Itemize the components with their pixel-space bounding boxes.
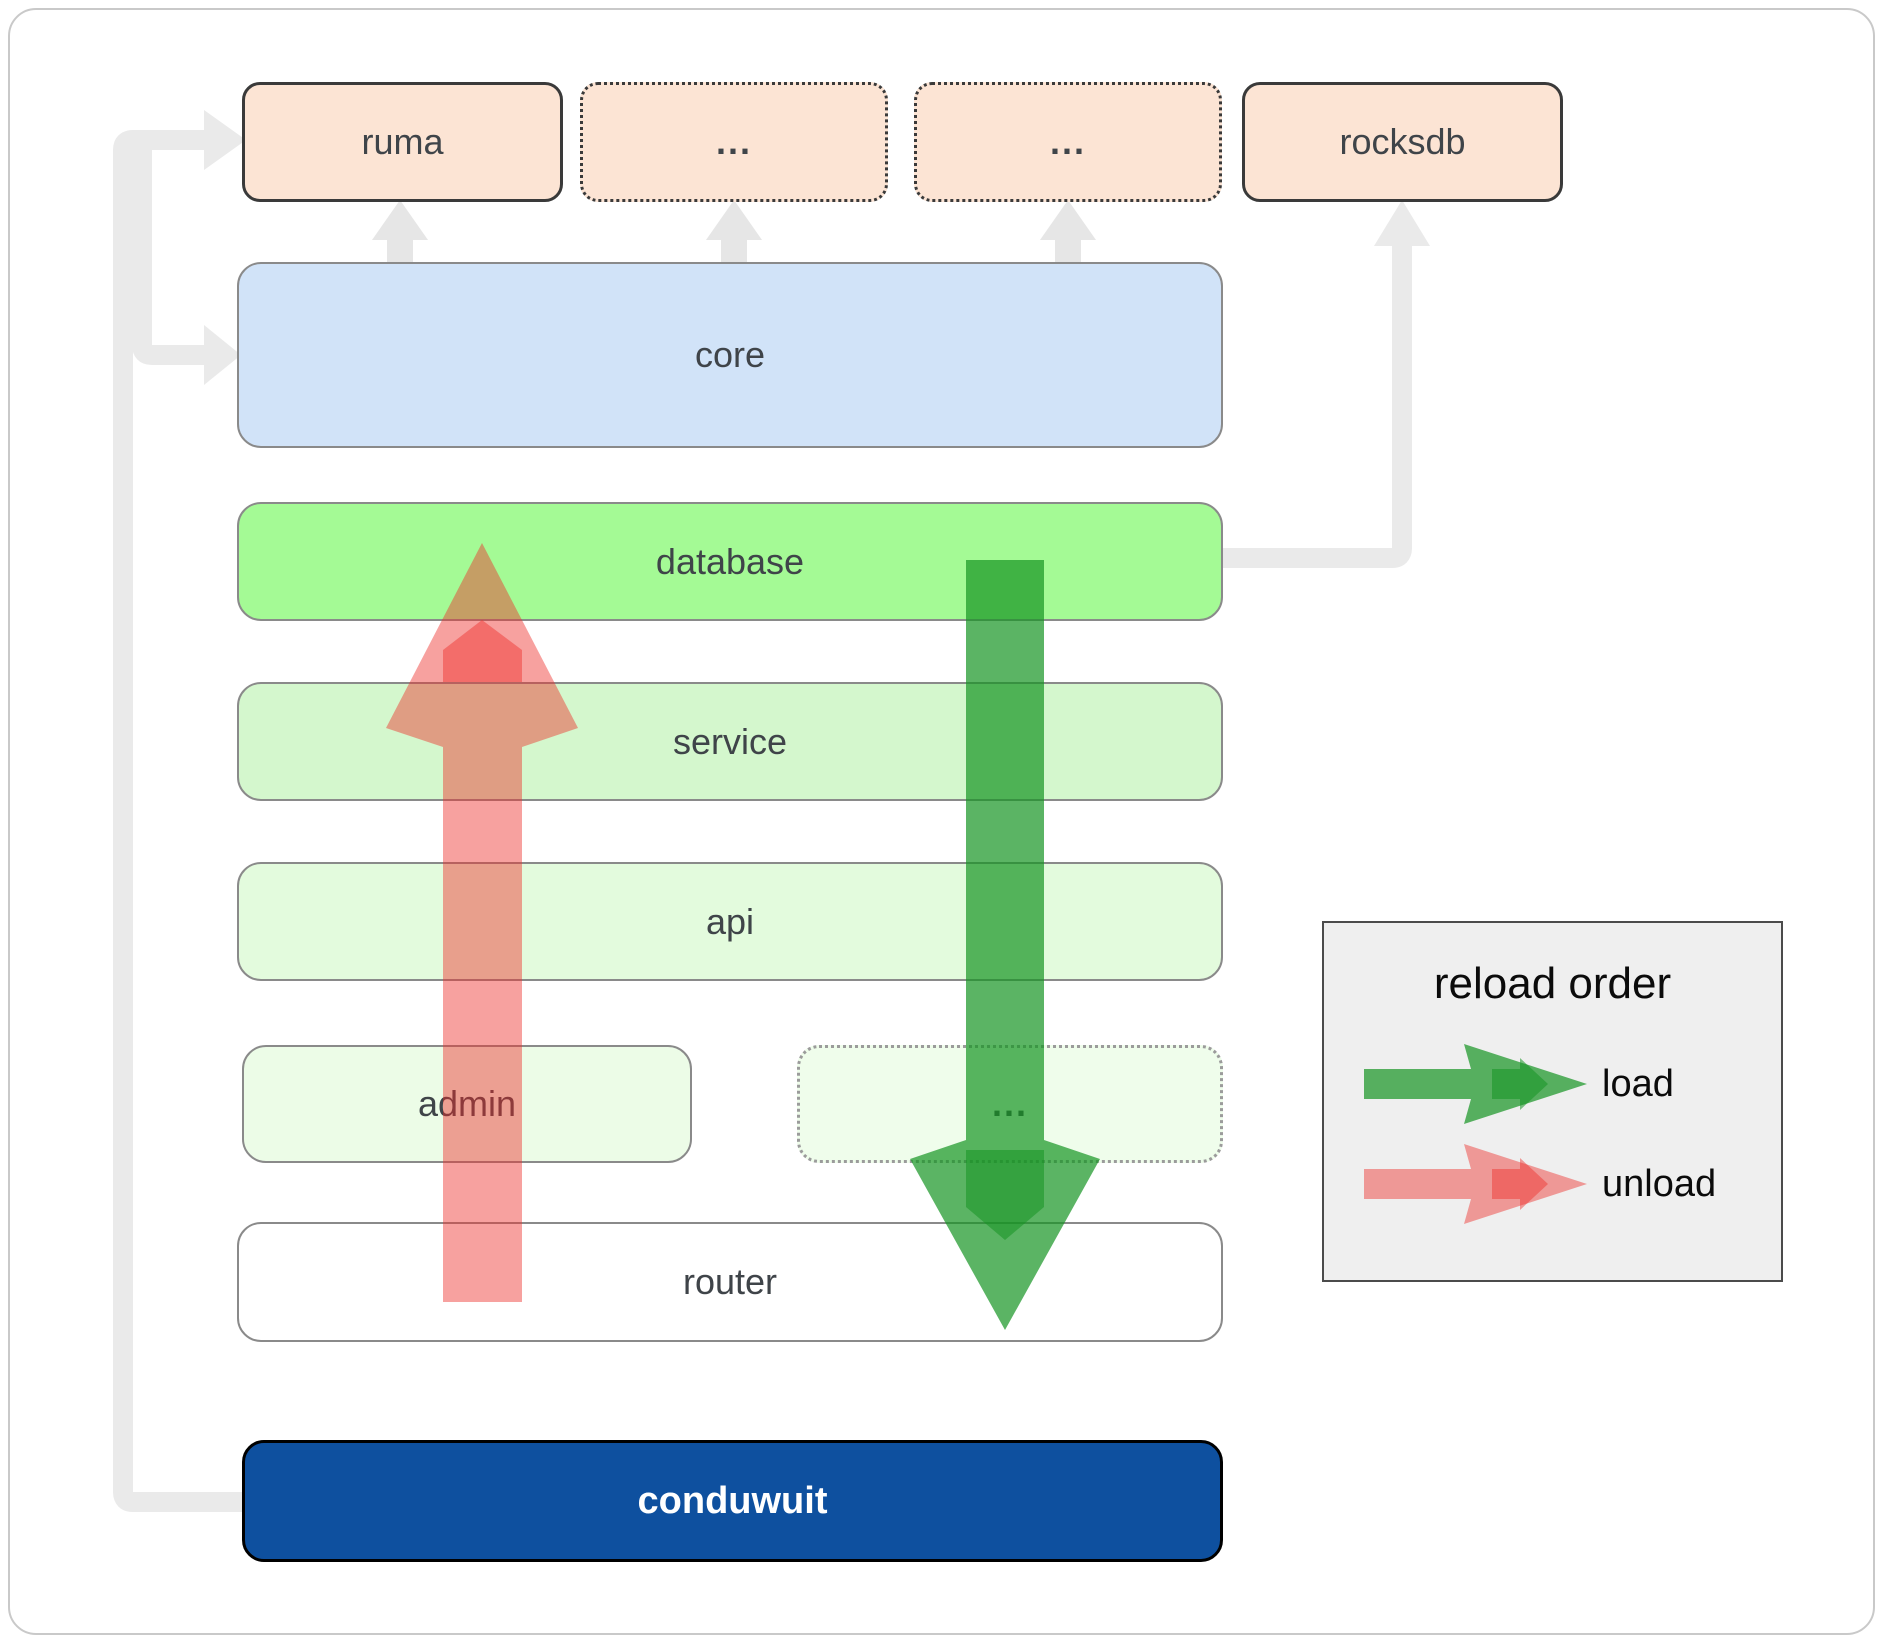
- node-api: api: [237, 862, 1223, 981]
- node-admin-label: admin: [417, 1083, 517, 1124]
- green-right-arrow-icon: [1364, 1044, 1587, 1124]
- node-ellipsis-top-right: ...: [914, 82, 1222, 202]
- node-admin: admin: [242, 1045, 692, 1163]
- node-core: core: [237, 262, 1223, 448]
- node-database-label: database: [655, 540, 805, 582]
- node-ellipsis-label: ...: [991, 1083, 1028, 1124]
- node-ellipsis-top-left: ...: [580, 82, 888, 202]
- node-ruma-label: ruma: [361, 121, 444, 162]
- node-router-label: router: [682, 1261, 778, 1302]
- node-api-label: api: [705, 900, 755, 942]
- node-ellipsis-bottom: ...: [797, 1045, 1223, 1163]
- node-service-label: service: [672, 720, 788, 762]
- node-conduwuit: conduwuit: [242, 1440, 1223, 1562]
- legend-title: reload order: [1433, 959, 1672, 1008]
- legend-unload-label: unload: [1602, 1163, 1717, 1205]
- node-core-label: core: [694, 334, 766, 375]
- node-ellipsis-label: ...: [715, 121, 752, 162]
- node-router: router: [237, 1222, 1223, 1342]
- legend-load-label: load: [1602, 1063, 1674, 1105]
- outer-frame: [8, 8, 1875, 1635]
- node-ellipsis-label: ...: [1049, 121, 1086, 162]
- node-rocksdb-label: rocksdb: [1339, 121, 1466, 162]
- node-ruma: ruma: [242, 82, 563, 202]
- node-rocksdb: rocksdb: [1242, 82, 1563, 202]
- red-right-arrow-icon: [1364, 1144, 1587, 1224]
- legend-panel: reload order load unload: [1322, 921, 1783, 1282]
- node-service: service: [237, 682, 1223, 801]
- node-database: database: [237, 502, 1223, 621]
- node-conduwuit-label: conduwuit: [637, 1479, 828, 1522]
